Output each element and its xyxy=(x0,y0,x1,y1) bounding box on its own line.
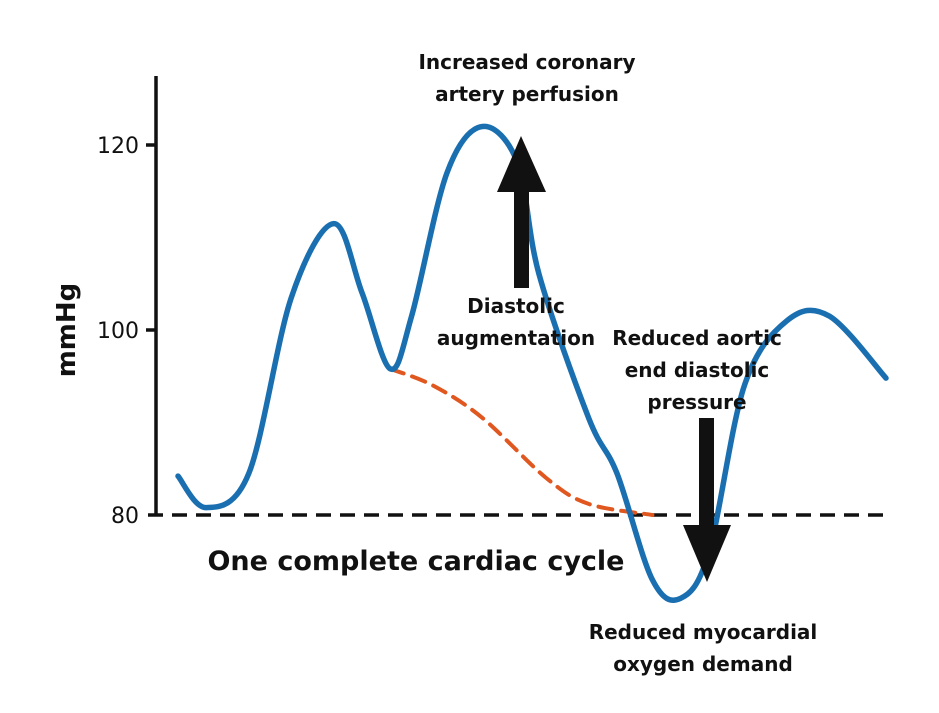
annotation-reduced-aortic-pressure: Reduced aortic end diastolic pressure xyxy=(612,326,782,414)
annotation-increased-perfusion: Increased coronary artery perfusion xyxy=(418,50,635,106)
annotation-reduced-oxygen-demand: Reduced myocardial oxygen demand xyxy=(589,620,818,676)
up-arrow xyxy=(497,136,546,288)
unassisted-pressure-curve xyxy=(388,366,655,517)
y-tick-label-100: 100 xyxy=(97,319,139,344)
y-tick-label-80: 80 xyxy=(111,504,139,529)
annotation-diastolic-augmentation: Diastolic augmentation xyxy=(437,294,595,350)
annotation-line: Diastolic xyxy=(467,294,565,318)
annotation-line: end diastolic xyxy=(625,358,770,382)
annotation-line: augmentation xyxy=(437,326,595,350)
annotation-line: Increased coronary xyxy=(418,50,635,74)
annotation-line: oxygen demand xyxy=(613,652,793,676)
annotation-line: artery perfusion xyxy=(435,82,619,106)
annotation-line: Reduced aortic xyxy=(612,326,782,350)
annotation-line: Reduced myocardial xyxy=(589,620,818,644)
augmented-pressure-curve xyxy=(175,123,889,604)
down-arrow xyxy=(683,418,731,582)
y-axis-title: mmHg xyxy=(52,283,82,378)
y-tick-label-120: 120 xyxy=(97,134,139,159)
x-axis-label: One complete cardiac cycle xyxy=(207,546,624,577)
annotation-line: pressure xyxy=(647,390,746,414)
